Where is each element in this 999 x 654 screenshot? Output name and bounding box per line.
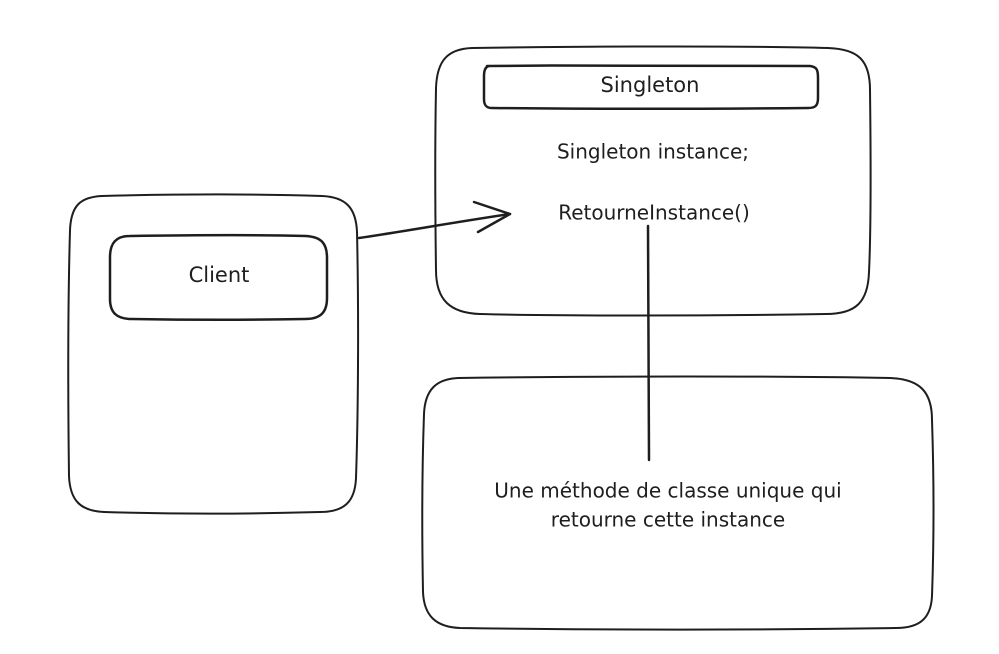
singleton-class-box: Singleton Singleton instance; RetourneIn… xyxy=(434,45,872,317)
singleton-attribute: Singleton instance; xyxy=(557,140,749,164)
client-box: Client xyxy=(67,193,360,515)
note-line-1: Une méthode de classe unique qui xyxy=(494,479,841,503)
client-title: Client xyxy=(189,263,250,287)
note-line-2: retourne cette instance xyxy=(551,508,785,532)
method-to-note-connector xyxy=(646,224,651,462)
singleton-method: RetourneInstance() xyxy=(558,201,750,225)
client-to-method-arrow xyxy=(357,200,512,240)
singleton-title: Singleton xyxy=(601,73,700,97)
note-box: Une méthode de classe unique qui retourn… xyxy=(421,375,935,631)
